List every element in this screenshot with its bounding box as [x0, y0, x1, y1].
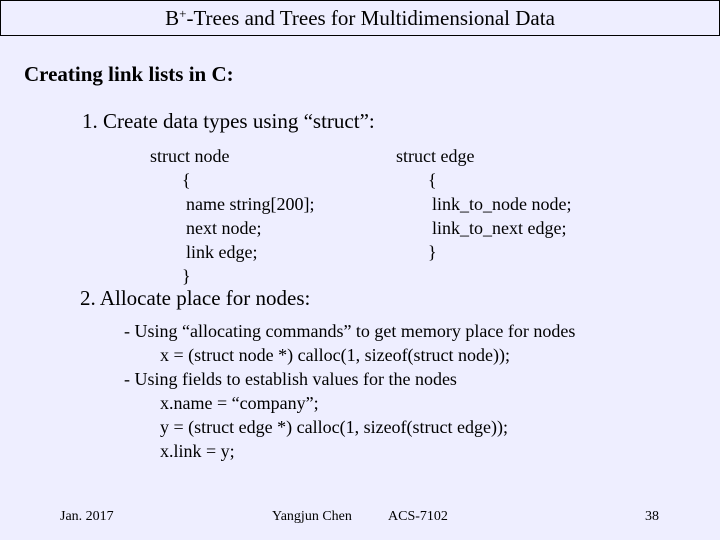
struct-node-line: link edge;: [186, 242, 258, 262]
struct-node-line: }: [182, 266, 191, 286]
section-heading: Creating link lists in C:: [24, 62, 234, 86]
step2-label: 2. Allocate place for nodes:: [80, 286, 311, 310]
step2-code-line: x = (struct node *) calloc(1, sizeof(str…: [160, 345, 511, 365]
struct-edge-line: link_to_node node;: [432, 194, 572, 214]
struct-node-line: next node;: [186, 218, 262, 238]
footer-page-number: 38: [645, 509, 659, 524]
struct-edge-line: }: [428, 242, 437, 262]
footer-author: Yangjun Chen: [272, 509, 352, 524]
step2-bullet: - Using “allocating commands” to get mem…: [124, 321, 576, 341]
title-rest: -Trees and Trees for Multidimensional Da…: [186, 6, 555, 30]
struct-node-line: name string[200];: [186, 194, 315, 214]
struct-node-line: {: [182, 170, 191, 190]
title-prefix: B: [165, 6, 180, 30]
struct-edge-line: struct edge: [396, 146, 475, 166]
title-superscript: +: [179, 6, 187, 21]
step1-label: 1. Create data types using “struct”:: [82, 109, 375, 133]
step2-bullet: - Using fields to establish values for t…: [124, 369, 457, 389]
step2-code-line: x.name = “company”;: [160, 393, 319, 413]
footer-date: Jan. 2017: [60, 509, 114, 524]
slide-title: B+-Trees and Trees for Multidimensional …: [0, 0, 720, 36]
struct-node-line: struct node: [150, 146, 230, 166]
struct-edge-line: link_to_next edge;: [432, 218, 567, 238]
step2-code-line: x.link = y;: [160, 441, 235, 461]
struct-edge-line: {: [428, 170, 437, 190]
footer-course: ACS-7102: [388, 509, 448, 524]
step2-code-line: y = (struct edge *) calloc(1, sizeof(str…: [160, 417, 509, 437]
